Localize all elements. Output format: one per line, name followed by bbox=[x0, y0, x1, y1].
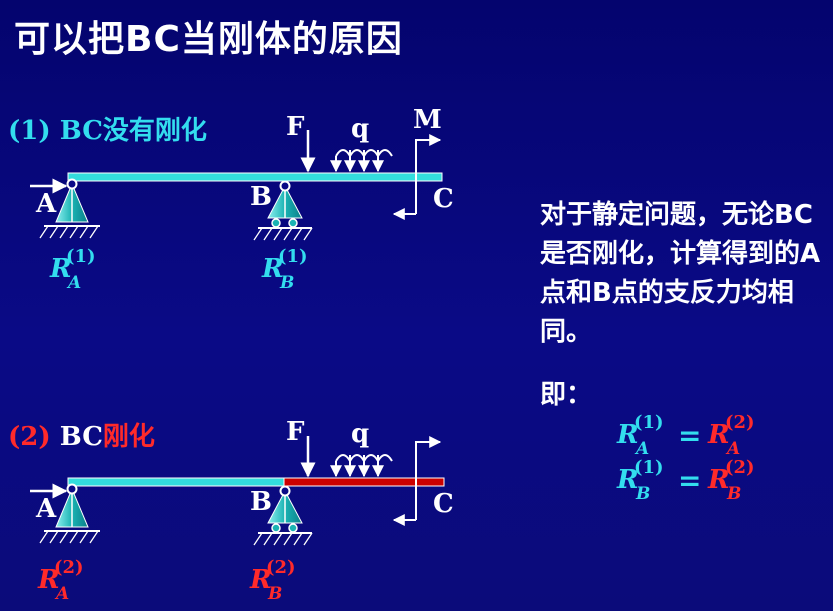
svg-text:(1): (1) bbox=[634, 457, 664, 478]
support-a-1 bbox=[30, 178, 100, 239]
svg-text:(1): (1) bbox=[278, 246, 308, 267]
svg-text:A: A bbox=[725, 439, 740, 459]
label-a-2: A bbox=[35, 494, 57, 524]
support-a-2 bbox=[30, 483, 100, 544]
svg-text:R: R bbox=[707, 420, 730, 450]
equals-sign-1: = bbox=[678, 419, 701, 452]
label-c-2: C bbox=[433, 489, 454, 519]
svg-text:R: R bbox=[616, 420, 639, 450]
moment-m bbox=[392, 134, 442, 220]
label-f-2: F bbox=[286, 417, 305, 447]
label-q-2: q bbox=[351, 419, 369, 449]
case-2-bc: BC bbox=[59, 422, 103, 452]
svg-text:(2): (2) bbox=[725, 412, 755, 433]
equals-sign-2: = bbox=[678, 464, 701, 497]
beam-2-ab bbox=[67, 477, 285, 487]
svg-text:B: B bbox=[267, 584, 282, 604]
case-2-text: 刚化 bbox=[102, 422, 155, 452]
svg-text:R: R bbox=[261, 254, 284, 284]
svg-text:R: R bbox=[249, 565, 272, 595]
label-b-2: B bbox=[250, 487, 272, 517]
svg-text:(1): (1) bbox=[66, 246, 96, 267]
beam-2-bc-rigid bbox=[283, 477, 445, 487]
moment-m-2 bbox=[392, 436, 442, 526]
case-2-label: (2) BC刚化 bbox=[8, 416, 155, 453]
case-2-number: (2) bbox=[8, 422, 51, 452]
equation-rb: R (1) B = R (2) B bbox=[616, 457, 755, 504]
svg-text:B: B bbox=[279, 273, 294, 293]
svg-text:A: A bbox=[66, 273, 81, 293]
svg-text:A: A bbox=[634, 439, 649, 459]
svg-text:(2): (2) bbox=[266, 557, 296, 578]
label-q: q bbox=[351, 114, 369, 144]
reaction-ra-2: R (2) A bbox=[37, 557, 84, 604]
reaction-rb-1: R (1) B bbox=[261, 246, 308, 293]
svg-text:R: R bbox=[37, 565, 60, 595]
svg-text:(1): (1) bbox=[634, 412, 664, 433]
label-c-1: C bbox=[433, 184, 454, 214]
reaction-ra-1: R (1) A bbox=[49, 246, 96, 293]
case-1-bc: BC bbox=[59, 116, 103, 146]
label-f: F bbox=[286, 112, 305, 142]
reaction-rb-2: R (2) B bbox=[249, 557, 296, 604]
beam-1 bbox=[67, 172, 443, 182]
label-m: M bbox=[413, 105, 442, 135]
diagram-2: F q A bbox=[30, 417, 454, 604]
diagram-1: F q M A bbox=[30, 105, 454, 293]
case-1-label: (1) BC没有刚化 bbox=[8, 110, 207, 147]
svg-text:(2): (2) bbox=[725, 457, 755, 478]
svg-text:R: R bbox=[707, 465, 730, 495]
label-b-1: B bbox=[250, 182, 272, 212]
svg-text:R: R bbox=[616, 465, 639, 495]
ji-label: 即： bbox=[540, 380, 593, 410]
explanation-text: 对于静定问题，无论BC是否刚化，计算得到的A点和B点的支反力均相同。 bbox=[540, 200, 821, 347]
label-a-1: A bbox=[35, 189, 57, 219]
svg-text:(2): (2) bbox=[54, 557, 84, 578]
distributed-load-q bbox=[330, 149, 393, 173]
case-1-text: 没有刚化 bbox=[102, 116, 207, 146]
svg-text:A: A bbox=[54, 584, 69, 604]
svg-text:B: B bbox=[726, 484, 741, 504]
svg-text:R: R bbox=[49, 254, 72, 284]
case-1-number: (1) bbox=[8, 116, 51, 146]
svg-text:B: B bbox=[635, 484, 650, 504]
page-title: 可以把BC当刚体的原因 bbox=[14, 19, 403, 60]
equation-ra: R (1) A = R (2) A bbox=[616, 412, 755, 459]
support-b-1 bbox=[253, 180, 313, 241]
support-b-2 bbox=[253, 485, 313, 546]
distributed-load-q-2 bbox=[330, 454, 393, 478]
